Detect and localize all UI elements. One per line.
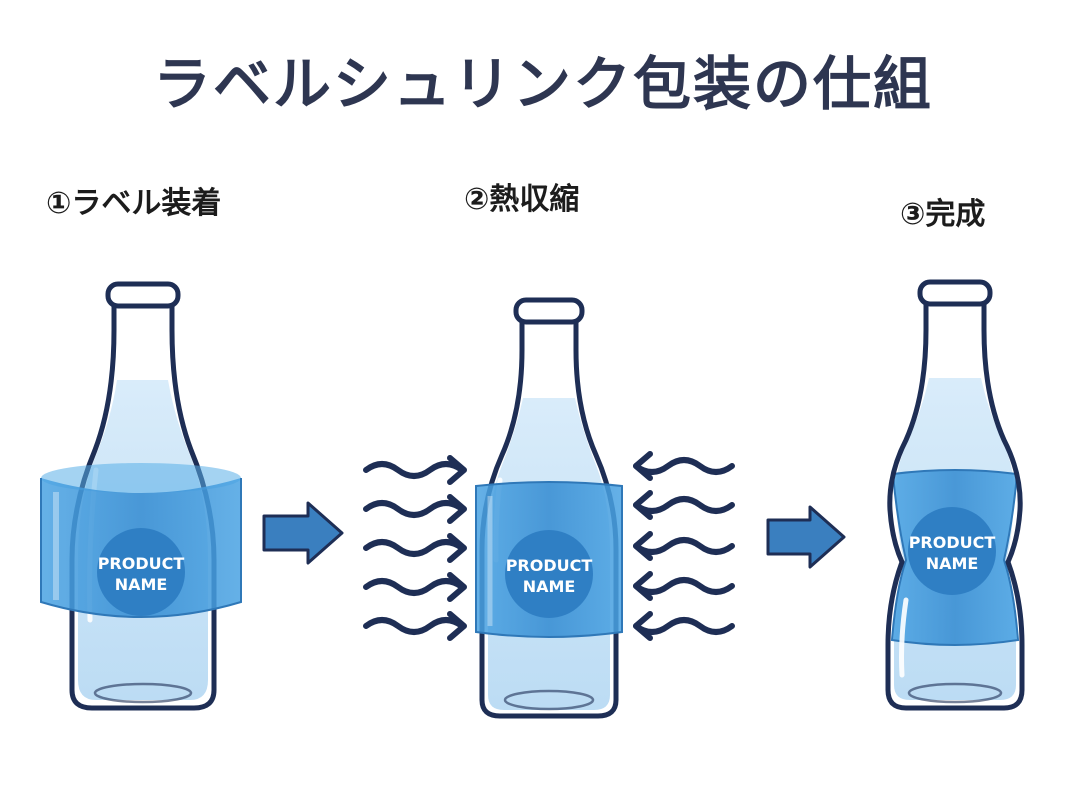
heat-waves-left	[363, 455, 467, 641]
wavy-arrow-icon	[633, 490, 735, 520]
bottle-2-sleeve: PRODUCT NAME	[475, 481, 623, 638]
bottle-1-sleeve: PRODUCT NAME	[40, 463, 242, 618]
bottle-3-cap	[917, 279, 993, 307]
bottle-3-logo-badge	[908, 507, 996, 595]
right-arrow-icon	[766, 505, 846, 569]
bottle-1-outline	[69, 300, 217, 711]
heat-waves-right	[633, 451, 735, 641]
wavy-arrow-icon	[363, 494, 467, 524]
step-1-label: ①ラベル装着	[46, 186, 222, 221]
bottle-3-label-line1: PRODUCT	[909, 533, 996, 552]
bottle-2-cap	[513, 297, 585, 325]
bottle-2-label-line2: NAME	[523, 577, 576, 596]
bottle-2-outline	[479, 318, 619, 719]
step-3-label: ③完成	[900, 197, 986, 232]
bottle-2-label-line1: PRODUCT	[506, 556, 593, 575]
wavy-arrow-icon	[363, 533, 467, 563]
diagram-title: ラベルシュリンク包装の仕組	[152, 50, 933, 118]
bottle-1-cap	[105, 281, 181, 309]
wavy-arrow-icon	[633, 451, 735, 481]
right-arrow-icon	[262, 501, 344, 565]
wavy-arrow-icon	[363, 572, 467, 602]
bottle-3-outline	[885, 298, 1025, 711]
bottle-1-label-line2: NAME	[115, 575, 168, 594]
wavy-arrow-icon	[363, 611, 467, 641]
wavy-arrow-icon	[633, 531, 735, 561]
bottle-1: PRODUCT NAME	[40, 281, 242, 711]
bottle-3: PRODUCT NAME	[885, 279, 1025, 711]
bottle-3-label-line2: NAME	[926, 554, 979, 573]
bottle-2-logo-badge	[505, 530, 593, 618]
wavy-arrow-icon	[633, 611, 735, 641]
bottle-2: PRODUCT NAME	[475, 297, 623, 719]
wavy-arrow-icon	[363, 455, 467, 485]
bottle-1-logo-badge	[97, 528, 185, 616]
bottle-1-label-line1: PRODUCT	[98, 554, 185, 573]
wavy-arrow-icon	[633, 571, 735, 601]
step-2-label: ②熱収縮	[464, 182, 580, 217]
